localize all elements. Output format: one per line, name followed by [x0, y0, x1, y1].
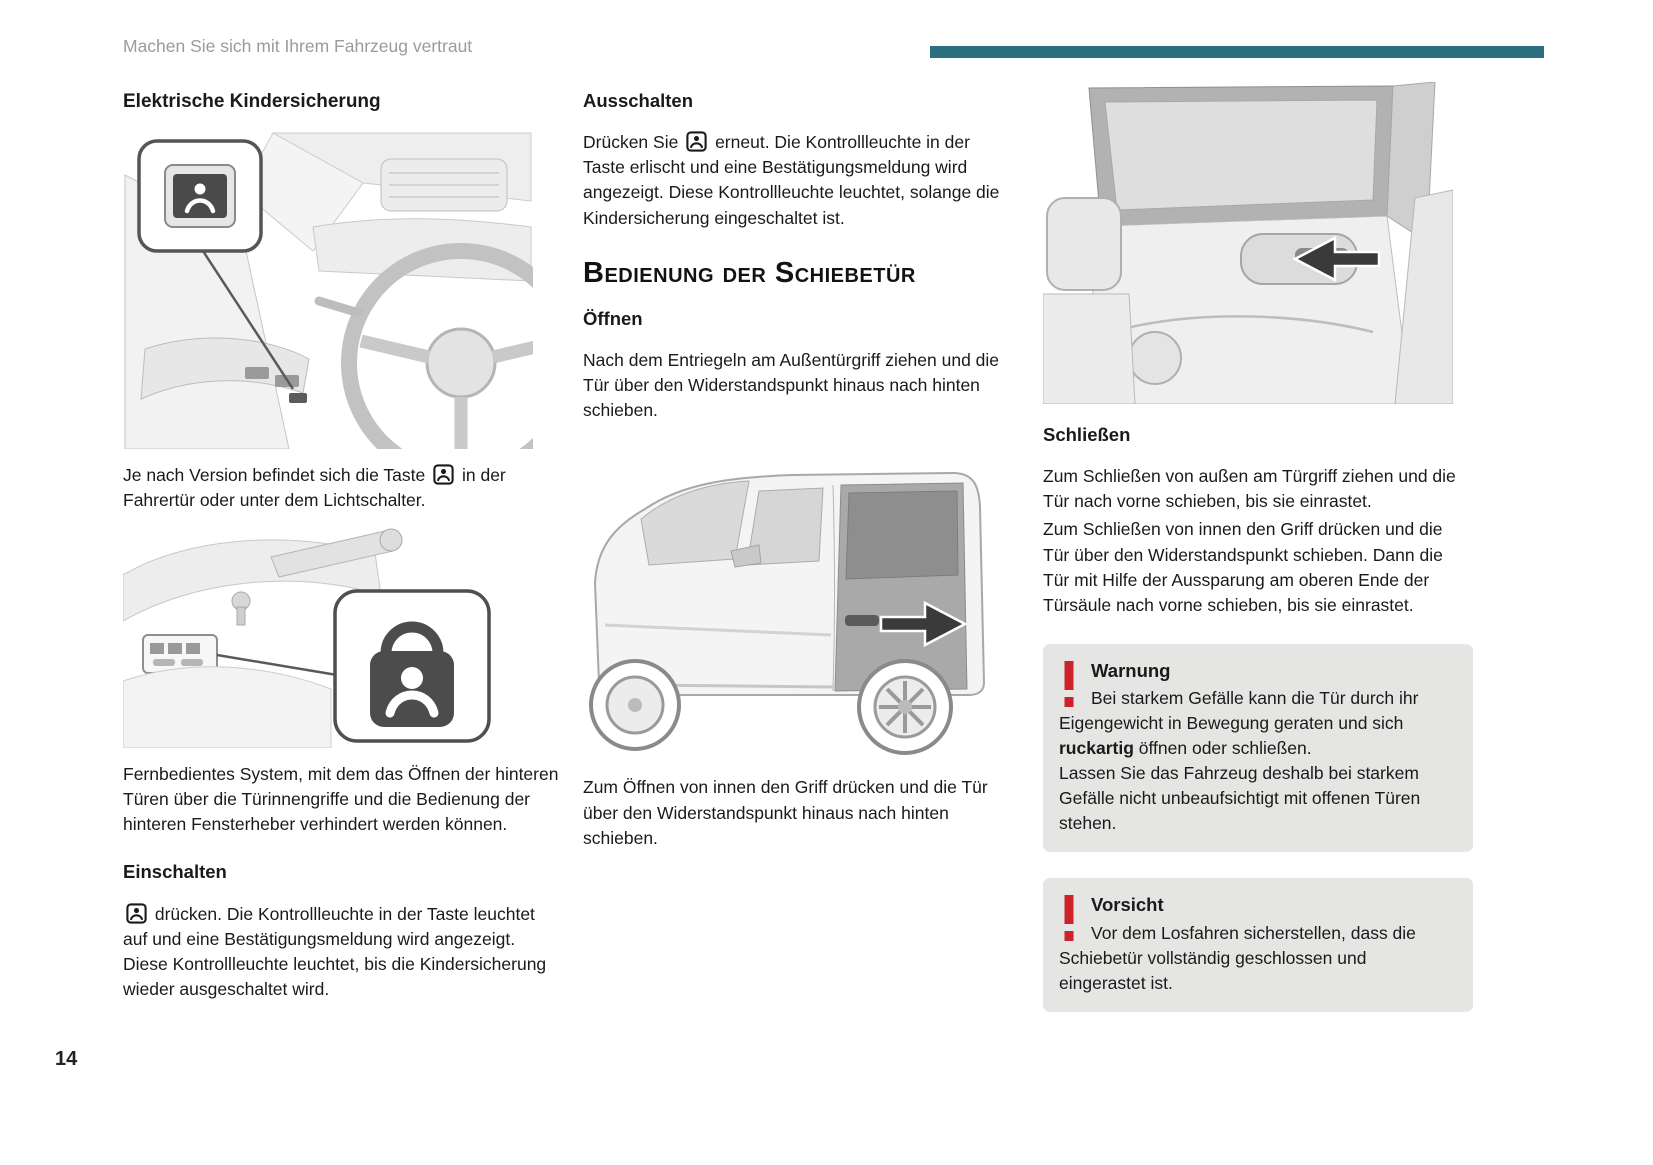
accent-bar	[930, 46, 1544, 58]
child-lock-button-callout	[137, 139, 263, 253]
illustration-child-lock-symbol	[123, 523, 563, 749]
subheading-schliessen: Schließen	[1043, 424, 1131, 445]
caution-title: Vorsicht	[1091, 894, 1164, 916]
paragraph-open-outside: Nach dem Entriegeln am Außentürgriff zie…	[583, 350, 1000, 421]
running-header: Machen Sie sich mit Ihrem Fahrzeug vertr…	[123, 36, 473, 56]
front-wheel	[589, 659, 681, 752]
child-lock-button-icon	[433, 464, 454, 485]
paragraph-close-outside: Zum Schließen von außen am Türgriff zieh…	[1043, 466, 1456, 512]
subheading-ausschalten: Ausschalten	[583, 90, 694, 111]
paragraph-system-description: Fernbedientes System, mit dem das Öffnen…	[123, 764, 559, 835]
paragraph-open-inside: Zum Öffnen von innen den Griff drücken u…	[583, 777, 988, 848]
illustration-sliding-door-interior	[1043, 82, 1473, 404]
warning-text-2: Lassen Sie das Fahrzeug deshalb bei star…	[1059, 763, 1421, 834]
caution-exclamation-icon	[1061, 895, 1077, 942]
column-left: Elektrische Kindersicherung	[123, 88, 563, 1005]
subheading-einschalten: Einschalten	[123, 861, 227, 883]
caution-text: Vor dem Losfahren sicherstellen, dass di…	[1059, 922, 1416, 993]
illustration-child-lock-button-location	[123, 131, 563, 450]
paragraph-ausschalten: Drücken Sie erneut. Die Kontrollleuchte …	[583, 131, 1000, 228]
warning-title: Warnung	[1091, 659, 1171, 681]
column-middle: Ausschalten Drücken Sie erneut. Die Kont…	[583, 88, 1015, 854]
open-direction-arrow-icon	[879, 601, 968, 648]
caution-box: Vorsicht Vor dem Losfahren sicherstellen…	[1043, 878, 1473, 1012]
child-lock-button-icon	[126, 903, 147, 924]
dash-vent	[380, 158, 508, 212]
steering-wheel	[314, 243, 533, 450]
warning-box: Warnung Bei starkem Gefälle kann die Tür…	[1043, 643, 1473, 853]
subheading-oeffnen: Öffnen	[583, 307, 643, 329]
warning-exclamation-icon	[1061, 660, 1077, 707]
child-lock-button-icon	[686, 131, 707, 153]
page-number: 14	[55, 1048, 78, 1070]
paragraph-einschalten: drücken. Die Kontrollleuchte in der Tast…	[123, 903, 547, 999]
section-heading-sliding-door: Bedienung der Schiebetür	[583, 256, 916, 289]
paragraph-button-location: Je nach Version befindet sich die Taste …	[123, 464, 506, 511]
child-lock-symbol-callout	[333, 589, 491, 743]
seat-left	[1043, 197, 1136, 404]
heading-electric-child-lock: Elektrische Kindersicherung	[123, 91, 381, 112]
illustration-van-sliding-door-open	[583, 433, 1015, 761]
warning-text-1: Bei starkem Gefälle kann die Tür durch i…	[1059, 688, 1419, 759]
paragraph-close-inside: Zum Schließen von innen den Griff drücke…	[1043, 519, 1443, 615]
rear-wheel	[857, 659, 953, 756]
seat-right	[1394, 189, 1453, 404]
column-right: Schließen Zum Schließen von außen am Tür…	[1043, 82, 1473, 1012]
close-direction-arrow-icon	[1292, 235, 1381, 283]
